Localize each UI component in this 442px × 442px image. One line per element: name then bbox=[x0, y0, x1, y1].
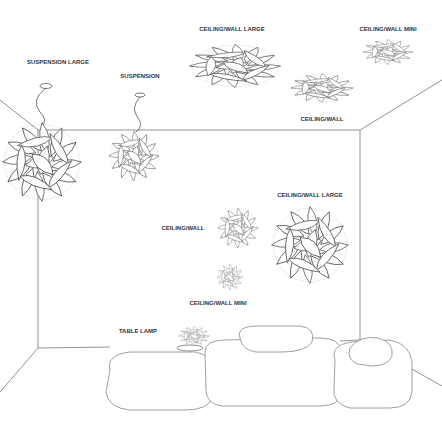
product-label: CEILING/WALL LARGE bbox=[199, 26, 265, 33]
product-label: CEILING/WALL bbox=[162, 225, 205, 232]
product-label: TABLE LAMP bbox=[119, 328, 157, 335]
product-label: CEILING/WALL bbox=[301, 116, 344, 123]
product-label: SUSPENSION LARGE bbox=[27, 59, 89, 66]
product-label: CEILING/WALL MINI bbox=[189, 300, 246, 307]
product-label: CEILING/WALL MINI bbox=[359, 26, 416, 33]
product-label: CEILING/WALL LARGE bbox=[277, 192, 343, 199]
product-label: SUSPENSION bbox=[120, 73, 159, 80]
